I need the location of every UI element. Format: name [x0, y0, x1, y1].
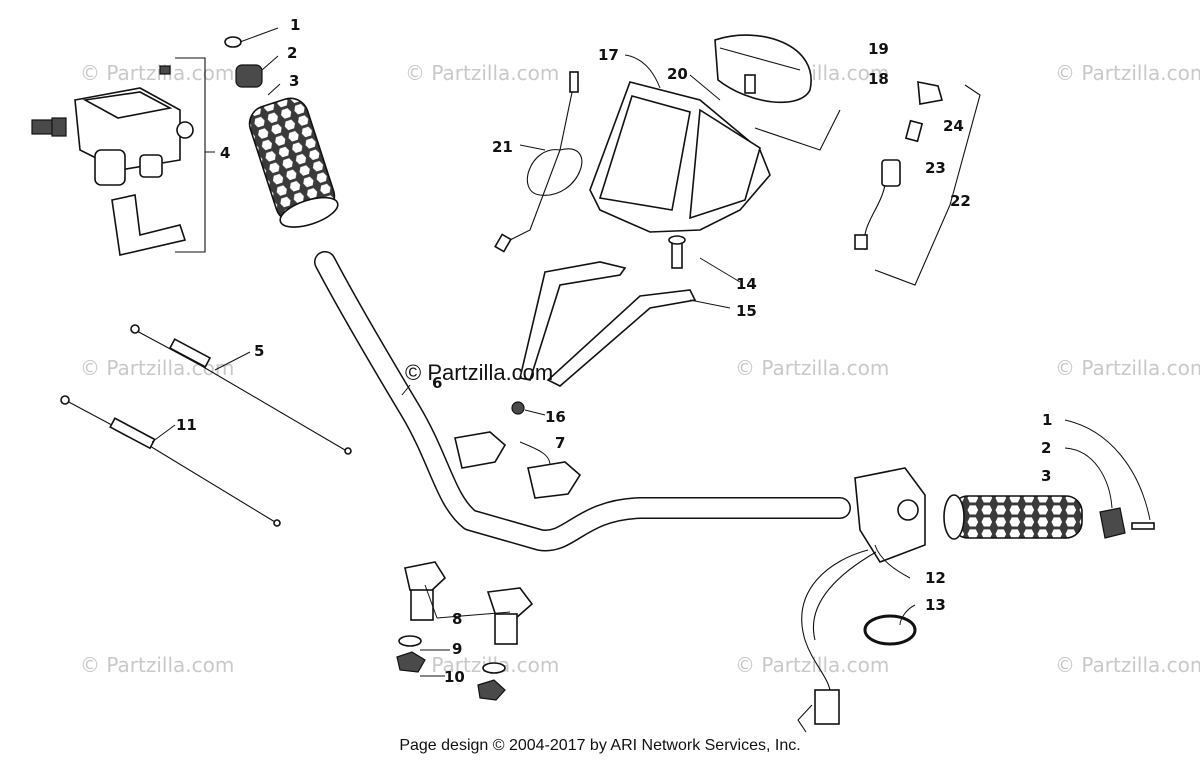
callout-8: 8: [452, 610, 462, 628]
callout-1-right: 1: [1042, 411, 1052, 429]
watermark: © Partzilla.com: [1055, 356, 1200, 380]
headlight-pod: [589, 81, 771, 233]
callout-11: 11: [176, 416, 197, 434]
callout-21: 21: [492, 138, 513, 156]
callout-13: 13: [925, 596, 946, 614]
callout-16: 16: [545, 408, 566, 426]
center-watermark: © Partzilla.com: [405, 360, 553, 385]
watermark: © Partzilla.com: [80, 653, 234, 677]
footer-copyright: Page design © 2004-2017 by ARI Network S…: [399, 737, 800, 754]
callout-7: 7: [555, 434, 565, 452]
callout-20: 20: [667, 65, 688, 83]
callout-3: 3: [289, 72, 299, 90]
left-grip-set: [224, 27, 339, 228]
callout-14: 14: [736, 275, 757, 293]
switch-housing: [797, 467, 926, 733]
leader-lines: [401, 54, 916, 677]
callout-4: 4: [220, 144, 230, 162]
watermark: © Partzilla.com: [405, 61, 559, 85]
watermark: © Partzilla.com: [1055, 653, 1200, 677]
right-grip-set: [943, 419, 1155, 540]
callout-19: 19: [868, 40, 889, 58]
callout-12: 12: [925, 569, 946, 587]
callout-3-right: 3: [1041, 467, 1051, 485]
callout-2-right: 2: [1041, 439, 1051, 457]
throttle-cable: [130, 324, 352, 455]
callout-24: 24: [943, 117, 964, 135]
pod-brackets: [519, 109, 841, 387]
callout-1: 1: [290, 16, 300, 34]
callouts: 1 2 3 4 5 6 7 8 9 10 11 12 13 14 15 16 1…: [176, 16, 1052, 686]
speedometer-cable: [494, 71, 583, 253]
callout-18: 18: [868, 70, 889, 88]
callout-22: 22: [950, 192, 971, 210]
watermark: © Partzilla.com: [735, 356, 889, 380]
callout-5: 5: [254, 342, 264, 360]
watermark: © Partzilla.com: [80, 356, 234, 380]
callout-15: 15: [736, 302, 757, 320]
watermark: © Partzilla.com: [1055, 61, 1200, 85]
watermark: © Partzilla.com: [80, 61, 234, 85]
watermark-grid: © Partzilla.com © Partzilla.com © Partzi…: [80, 61, 1200, 677]
watermark: © Partzilla.com: [405, 653, 559, 677]
callout-2: 2: [287, 44, 297, 62]
kill-switch: [854, 81, 981, 286]
callout-9: 9: [452, 640, 462, 658]
callout-23: 23: [925, 159, 946, 177]
callout-6: 6: [432, 374, 442, 392]
brake-cable: [60, 395, 281, 527]
throttle-assembly: [31, 57, 215, 256]
handlebar: [314, 251, 851, 552]
callout-10: 10: [444, 668, 465, 686]
gauge-cluster: [714, 34, 812, 104]
handlebar-clamps: [396, 401, 582, 701]
callout-17: 17: [598, 46, 619, 64]
